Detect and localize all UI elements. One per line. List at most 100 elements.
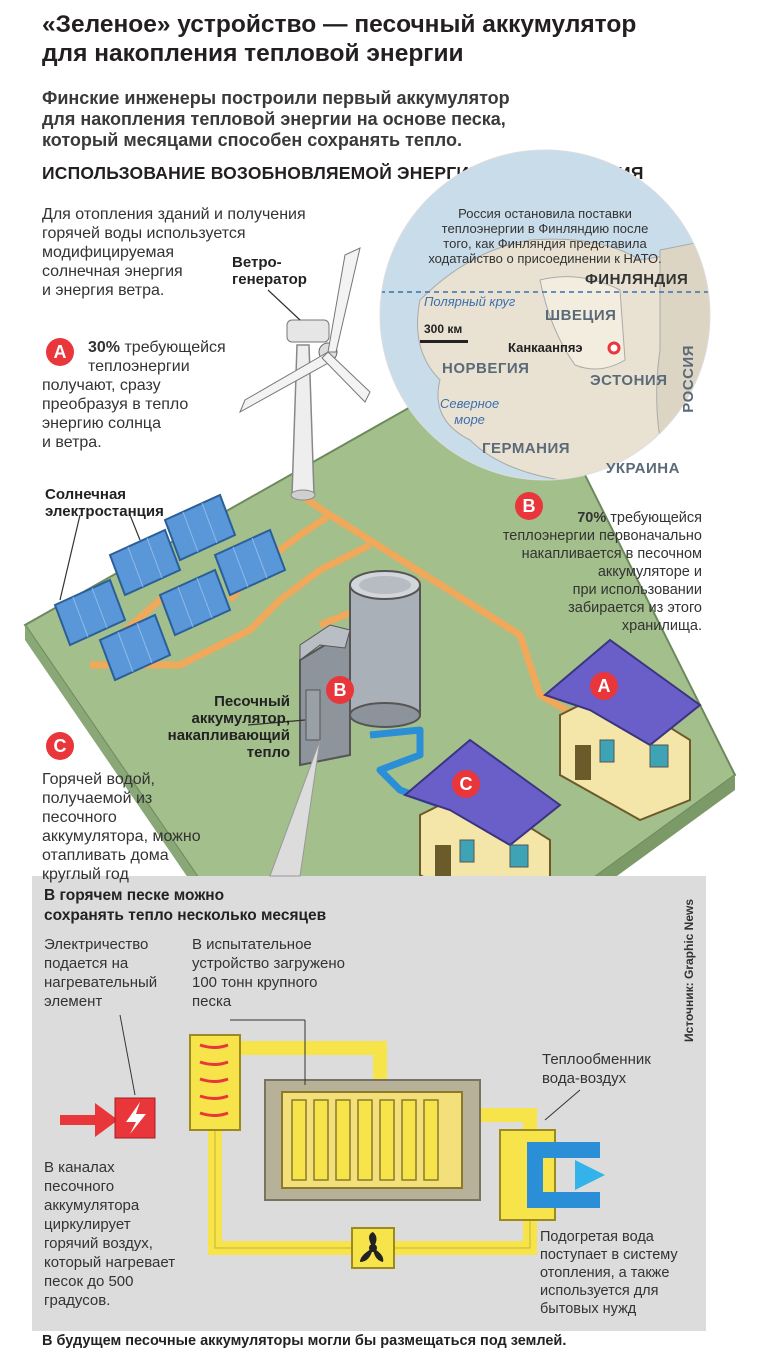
map-label-city: Канкаанпяэ <box>508 340 583 355</box>
panel-air-line: циркулирует <box>44 1216 131 1233</box>
map-label-arctic: Полярный круг <box>424 294 516 309</box>
point-b-line: накапливается в песочном <box>521 546 702 562</box>
point-b-line: аккумуляторе и <box>597 564 702 580</box>
map <box>380 150 710 480</box>
intro-line: модифицируемая <box>42 244 175 261</box>
point-c-line: песочного <box>42 809 117 826</box>
panel-heading-line: сохранять тепло несколько месяцев <box>44 907 327 924</box>
panel-water-line: Подогретая вода <box>540 1229 654 1245</box>
point-c-line: получаемой из <box>42 790 153 807</box>
map-label-norway: НОРВЕГИЯ <box>442 360 530 377</box>
panel-air-line: градусов. <box>44 1292 111 1309</box>
intro-line: Для отопления зданий и получения <box>42 206 306 223</box>
point-b-line: хранилища. <box>621 618 702 634</box>
title-line: «Зеленое» устройство — песочный аккумуля… <box>42 11 637 38</box>
point-a-line: получают, сразу <box>42 377 161 394</box>
point-a-text: 30% требующейся теплоэнергии получают, с… <box>42 338 262 452</box>
intro-text: Для отопления зданий и получения горячей… <box>42 205 382 300</box>
map-note-line: теплоэнергии в Финляндию после <box>441 221 649 236</box>
map-sea-line: Северное <box>440 396 500 411</box>
intro-line: и энергия ветра. <box>42 282 165 299</box>
panel-water-line: используется для <box>540 1283 659 1299</box>
solar-label: Солнечная электростанция <box>45 486 164 520</box>
badge-b: B <box>515 492 543 520</box>
wind-turbine <box>238 247 371 501</box>
panel-heading: В горячем песке можно сохранять тепло не… <box>44 886 326 926</box>
footer-note: В будущем песочные аккумуляторы могли бы… <box>42 1333 567 1349</box>
subtitle-line: который месяцами способен сохранять тепл… <box>42 130 462 150</box>
panel-elec-line: нагревательный <box>44 974 158 991</box>
panel-exchanger-text: Теплообменник вода-воздух <box>542 1050 651 1088</box>
map-scale-bar <box>420 340 468 343</box>
title-line: для накопления тепловой энергии <box>42 40 464 67</box>
source-credit: Источник: Graphic News <box>682 898 696 1042</box>
house-a <box>542 638 702 822</box>
wind-label-line: генератор <box>232 271 307 288</box>
panel-air-line: который нагревает <box>44 1254 176 1271</box>
wind-label: Ветро- генератор <box>232 254 307 288</box>
panel-water-text: Подогретая вода поступает в систему отоп… <box>540 1228 678 1318</box>
panel-air-text: В каналах песочного аккумулятора циркули… <box>44 1158 175 1310</box>
point-b-line: теплоэнергии первоначально <box>502 528 702 544</box>
solar-label-line: Солнечная <box>45 486 127 503</box>
subtitle-line: для накопления тепловой энергии на основ… <box>42 109 506 129</box>
map-label-russia: РОССИЯ <box>680 345 697 413</box>
house-c-badge: C <box>452 770 480 798</box>
map-note: Россия остановила поставки теплоэнергии … <box>420 206 670 266</box>
panel-test-line: В испытательное <box>192 936 312 953</box>
point-b-line: при использовании <box>572 582 702 598</box>
point-b-text: 70% требующейся теплоэнергии первоначаль… <box>430 509 702 635</box>
battery-badge: B <box>326 676 354 704</box>
point-b-line: требующейся <box>606 510 702 526</box>
system-diagram <box>60 1014 605 1269</box>
point-c-line: отапливать дома <box>42 847 169 864</box>
point-c-line: аккумулятора, можно <box>42 828 201 845</box>
point-c-text: Горячей водой, получаемой из песочного а… <box>42 770 242 884</box>
map-note-line: того, как Финляндия представила <box>443 236 647 251</box>
sand-label-line: Песочный <box>214 693 290 710</box>
panel-air-line: горячий воздух, <box>44 1235 153 1252</box>
map-label-sweden: ШВЕЦИЯ <box>545 307 617 324</box>
panel-air-line: В каналах <box>44 1159 115 1176</box>
point-a-line: преобразуя в тепло <box>42 396 189 413</box>
point-b-line: забирается из этого <box>568 600 702 616</box>
page-title: «Зеленое» устройство — песочный аккумуля… <box>42 10 742 68</box>
panel-elec-line: подается на <box>44 955 129 972</box>
panel-hx-line: Теплообменник <box>542 1051 651 1068</box>
solar-label-line: электростанция <box>45 503 164 520</box>
leader-lines <box>59 289 306 726</box>
solar-panels <box>53 493 287 682</box>
point-a-line: теплоэнергии <box>88 358 190 375</box>
map-note-line: ходатайство о присоединении к НАТО. <box>428 251 662 266</box>
panel-test-line: устройство загружено <box>192 955 345 972</box>
panel-heading-line: В горячем песке можно <box>44 887 225 904</box>
point-b-percent: 70% <box>577 510 607 526</box>
map-label-estonia: ЭСТОНИЯ <box>590 372 668 389</box>
panel-electricity-text: Электричество подается на нагревательный… <box>44 935 157 1011</box>
panel-test-line: 100 тонн крупного <box>192 974 318 991</box>
wind-label-line: Ветро- <box>232 254 282 271</box>
sand-label-line: аккумулятор, <box>191 710 290 727</box>
panel-water-line: бытовых нужд <box>540 1301 637 1317</box>
map-scale-label: 300 км <box>424 322 463 336</box>
badge-c: C <box>46 732 74 760</box>
point-c-line: Горячей водой, <box>42 771 155 788</box>
subtitle: Финские инженеры построили первый аккуму… <box>42 88 602 151</box>
intro-line: солнечная энергия <box>42 263 183 280</box>
map-label-germany: ГЕРМАНИЯ <box>482 440 571 457</box>
point-a-line: требующейся <box>120 339 226 356</box>
intro-line: горячей воды используется <box>42 225 246 242</box>
map-note-line: Россия остановила поставки <box>458 206 632 221</box>
subtitle-line: Финские инженеры построили первый аккуму… <box>42 88 510 108</box>
map-label-sea: Северное море <box>440 396 499 428</box>
sand-label-line: накапливающий <box>167 727 290 744</box>
sand-label-line: тепло <box>246 744 290 761</box>
panel-water-line: поступает в систему <box>540 1247 678 1263</box>
map-label-ukraine: УКРАИНА <box>606 460 680 477</box>
panel-elec-line: Электричество <box>44 936 149 953</box>
panel-air-line: аккумулятора <box>44 1197 140 1214</box>
sand-battery-label: Песочный аккумулятор, накапливающий тепл… <box>160 693 290 761</box>
map-sea-line: море <box>454 412 485 427</box>
house-a-badge: A <box>590 672 618 700</box>
panel-test-line: песка <box>192 993 232 1010</box>
